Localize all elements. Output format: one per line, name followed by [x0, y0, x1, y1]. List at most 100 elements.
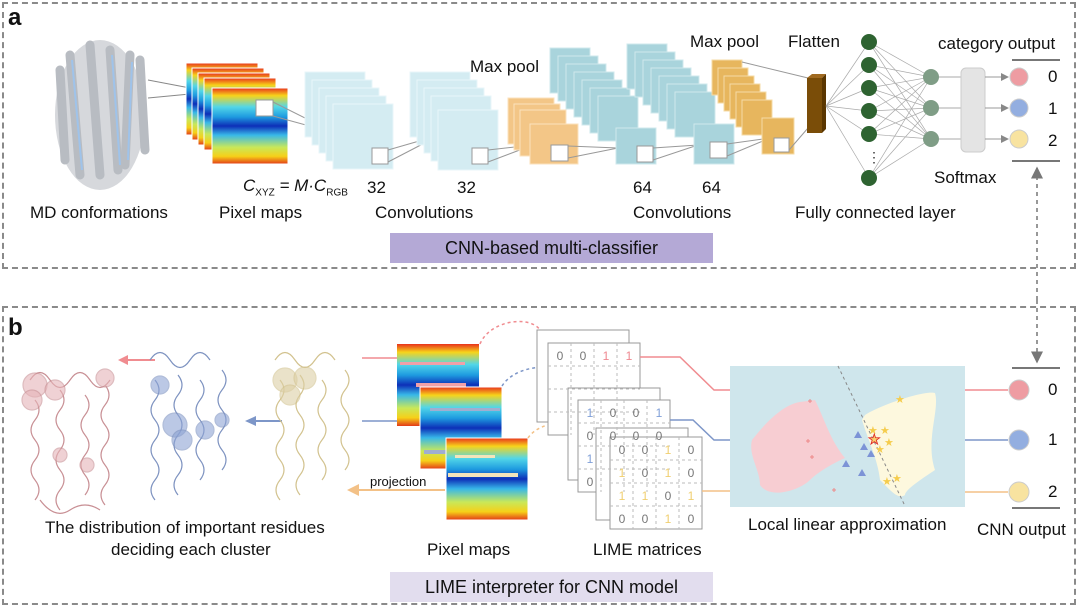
output-a-2: 2 [1048, 131, 1058, 150]
label-projection: projection [370, 474, 427, 489]
fc-input-node [861, 170, 877, 186]
lime-cell: 0 [587, 429, 594, 443]
softmax-block [960, 67, 986, 153]
maxpool-layer-2 [711, 59, 795, 155]
filter-count-3: 64 [633, 178, 652, 197]
lime-cell: 0 [688, 466, 695, 480]
label-maxpool-2: Max pool [690, 32, 759, 51]
output-b-1: 1 [1048, 430, 1058, 449]
label-category-output: category output [938, 34, 1056, 53]
lime-cell: 1 [619, 489, 626, 503]
svg-text:★: ★ [884, 437, 894, 449]
svg-text:★: ★ [875, 444, 885, 456]
panel-b-label: b [8, 314, 23, 341]
md-conformations-image [55, 40, 191, 190]
pixel-map-cluster-2 [445, 437, 529, 521]
category-output-dot-0 [1009, 67, 1029, 87]
equation: CXYZ = M·CRGB [243, 176, 348, 199]
lime-cell: 0 [688, 512, 695, 526]
protein-structure-cluster-0 [21, 368, 115, 514]
pixel-map-stack [185, 62, 289, 165]
lime-cell: 0 [633, 429, 640, 443]
label-lime-matrices: LIME matrices [593, 540, 702, 559]
target-instance-star: ★ [868, 431, 881, 447]
label-residues-line2: deciding each cluster [111, 540, 271, 559]
fc-input-node [861, 103, 877, 119]
category-output-dot-2 [1009, 129, 1029, 149]
banner-lime-interpreter: LIME interpreter for CNN model [390, 572, 713, 602]
lime-link-1 [670, 419, 730, 441]
lime-matrix-stack [536, 329, 703, 530]
panel-a-label: a [8, 4, 22, 31]
lime-cell: 0 [665, 489, 672, 503]
lime-cell: 0 [642, 443, 649, 457]
lime-cell: 0 [587, 475, 594, 489]
fc-hidden-node [923, 100, 939, 116]
lime-cell: 0 [610, 406, 617, 420]
protein-structure-cluster-2 [272, 351, 350, 501]
conv-layer-1 [304, 71, 394, 170]
lime-cell: 0 [642, 466, 649, 480]
svg-text:★: ★ [868, 425, 878, 437]
fc-input-node [861, 126, 877, 142]
link-matrix-0 [479, 320, 541, 345]
lime-cell: 1 [665, 512, 672, 526]
lime-link-0 [640, 356, 730, 391]
output-a-1: 1 [1048, 99, 1058, 118]
svg-text:★: ★ [882, 476, 892, 488]
output-b-0: 0 [1048, 380, 1058, 399]
label-convolutions-1: Convolutions [375, 203, 474, 222]
fc-input-node [861, 80, 877, 96]
cnn-output-dot-1 [1008, 429, 1030, 451]
filter-count-1: 32 [367, 178, 386, 197]
label-pixel-maps-b: Pixel maps [427, 540, 511, 559]
fc-input-node [861, 57, 877, 73]
lime-cell: 0 [557, 349, 564, 363]
protein-structure-cluster-1 [149, 351, 230, 501]
label-md-conformations: MD conformations [30, 203, 168, 222]
lime-cell: 0 [580, 349, 587, 363]
lime-cell: 0 [688, 443, 695, 457]
lime-cell: 1 [656, 406, 663, 420]
filter-count-2: 32 [457, 178, 476, 197]
link-matrix-1 [501, 366, 571, 387]
fc-ellipsis: ⋮ [867, 149, 881, 165]
panel-a-cnn-classifier [2, 2, 1076, 269]
fc-input-node [861, 34, 877, 50]
lime-cell: 0 [619, 512, 626, 526]
lime-cell: 0 [610, 429, 617, 443]
label-fully-connected: Fully connected layer [795, 203, 956, 222]
label-convolutions-2: Convolutions [633, 203, 732, 222]
label-residues-line1: The distribution of important residues [45, 518, 325, 537]
svg-text:★: ★ [895, 394, 905, 406]
local-linear-plot: ★★★★★★★ ★ [730, 365, 965, 507]
label-softmax: Softmax [934, 168, 997, 187]
fc-network [825, 41, 932, 179]
panel-b-lime-interpreter [2, 306, 1076, 605]
fc-hidden-node [923, 131, 939, 147]
conv-layer-2 [409, 71, 499, 171]
maxpool-layer-1 [507, 97, 579, 165]
output-a-0: 0 [1048, 67, 1058, 86]
filter-count-4: 64 [702, 178, 721, 197]
label-cnn-output: CNN output [977, 520, 1066, 539]
lime-cell: 1 [587, 406, 594, 420]
lime-cell: 1 [642, 489, 649, 503]
lime-cell: 1 [665, 466, 672, 480]
link-matrix-2 [527, 422, 601, 439]
fc-input-nodes [861, 34, 961, 186]
cnn-output-dot-2 [1008, 481, 1030, 503]
output-b-2: 2 [1048, 482, 1058, 501]
lime-cell: 1 [665, 443, 672, 457]
lime-cell: 0 [642, 512, 649, 526]
lime-cell: 0 [656, 429, 663, 443]
conv-layer-4 [626, 43, 735, 165]
lime-cell: 1 [626, 349, 633, 363]
svg-text:★: ★ [880, 425, 890, 437]
lime-sample-stars: ★★★★★★★ [868, 394, 905, 488]
cnn-output-dot-0 [1008, 379, 1030, 401]
banner-cnn-classifier: CNN-based multi-classifier [390, 233, 713, 263]
lime-cell: 1 [688, 489, 695, 503]
label-maxpool-1: Max pool [470, 57, 539, 76]
